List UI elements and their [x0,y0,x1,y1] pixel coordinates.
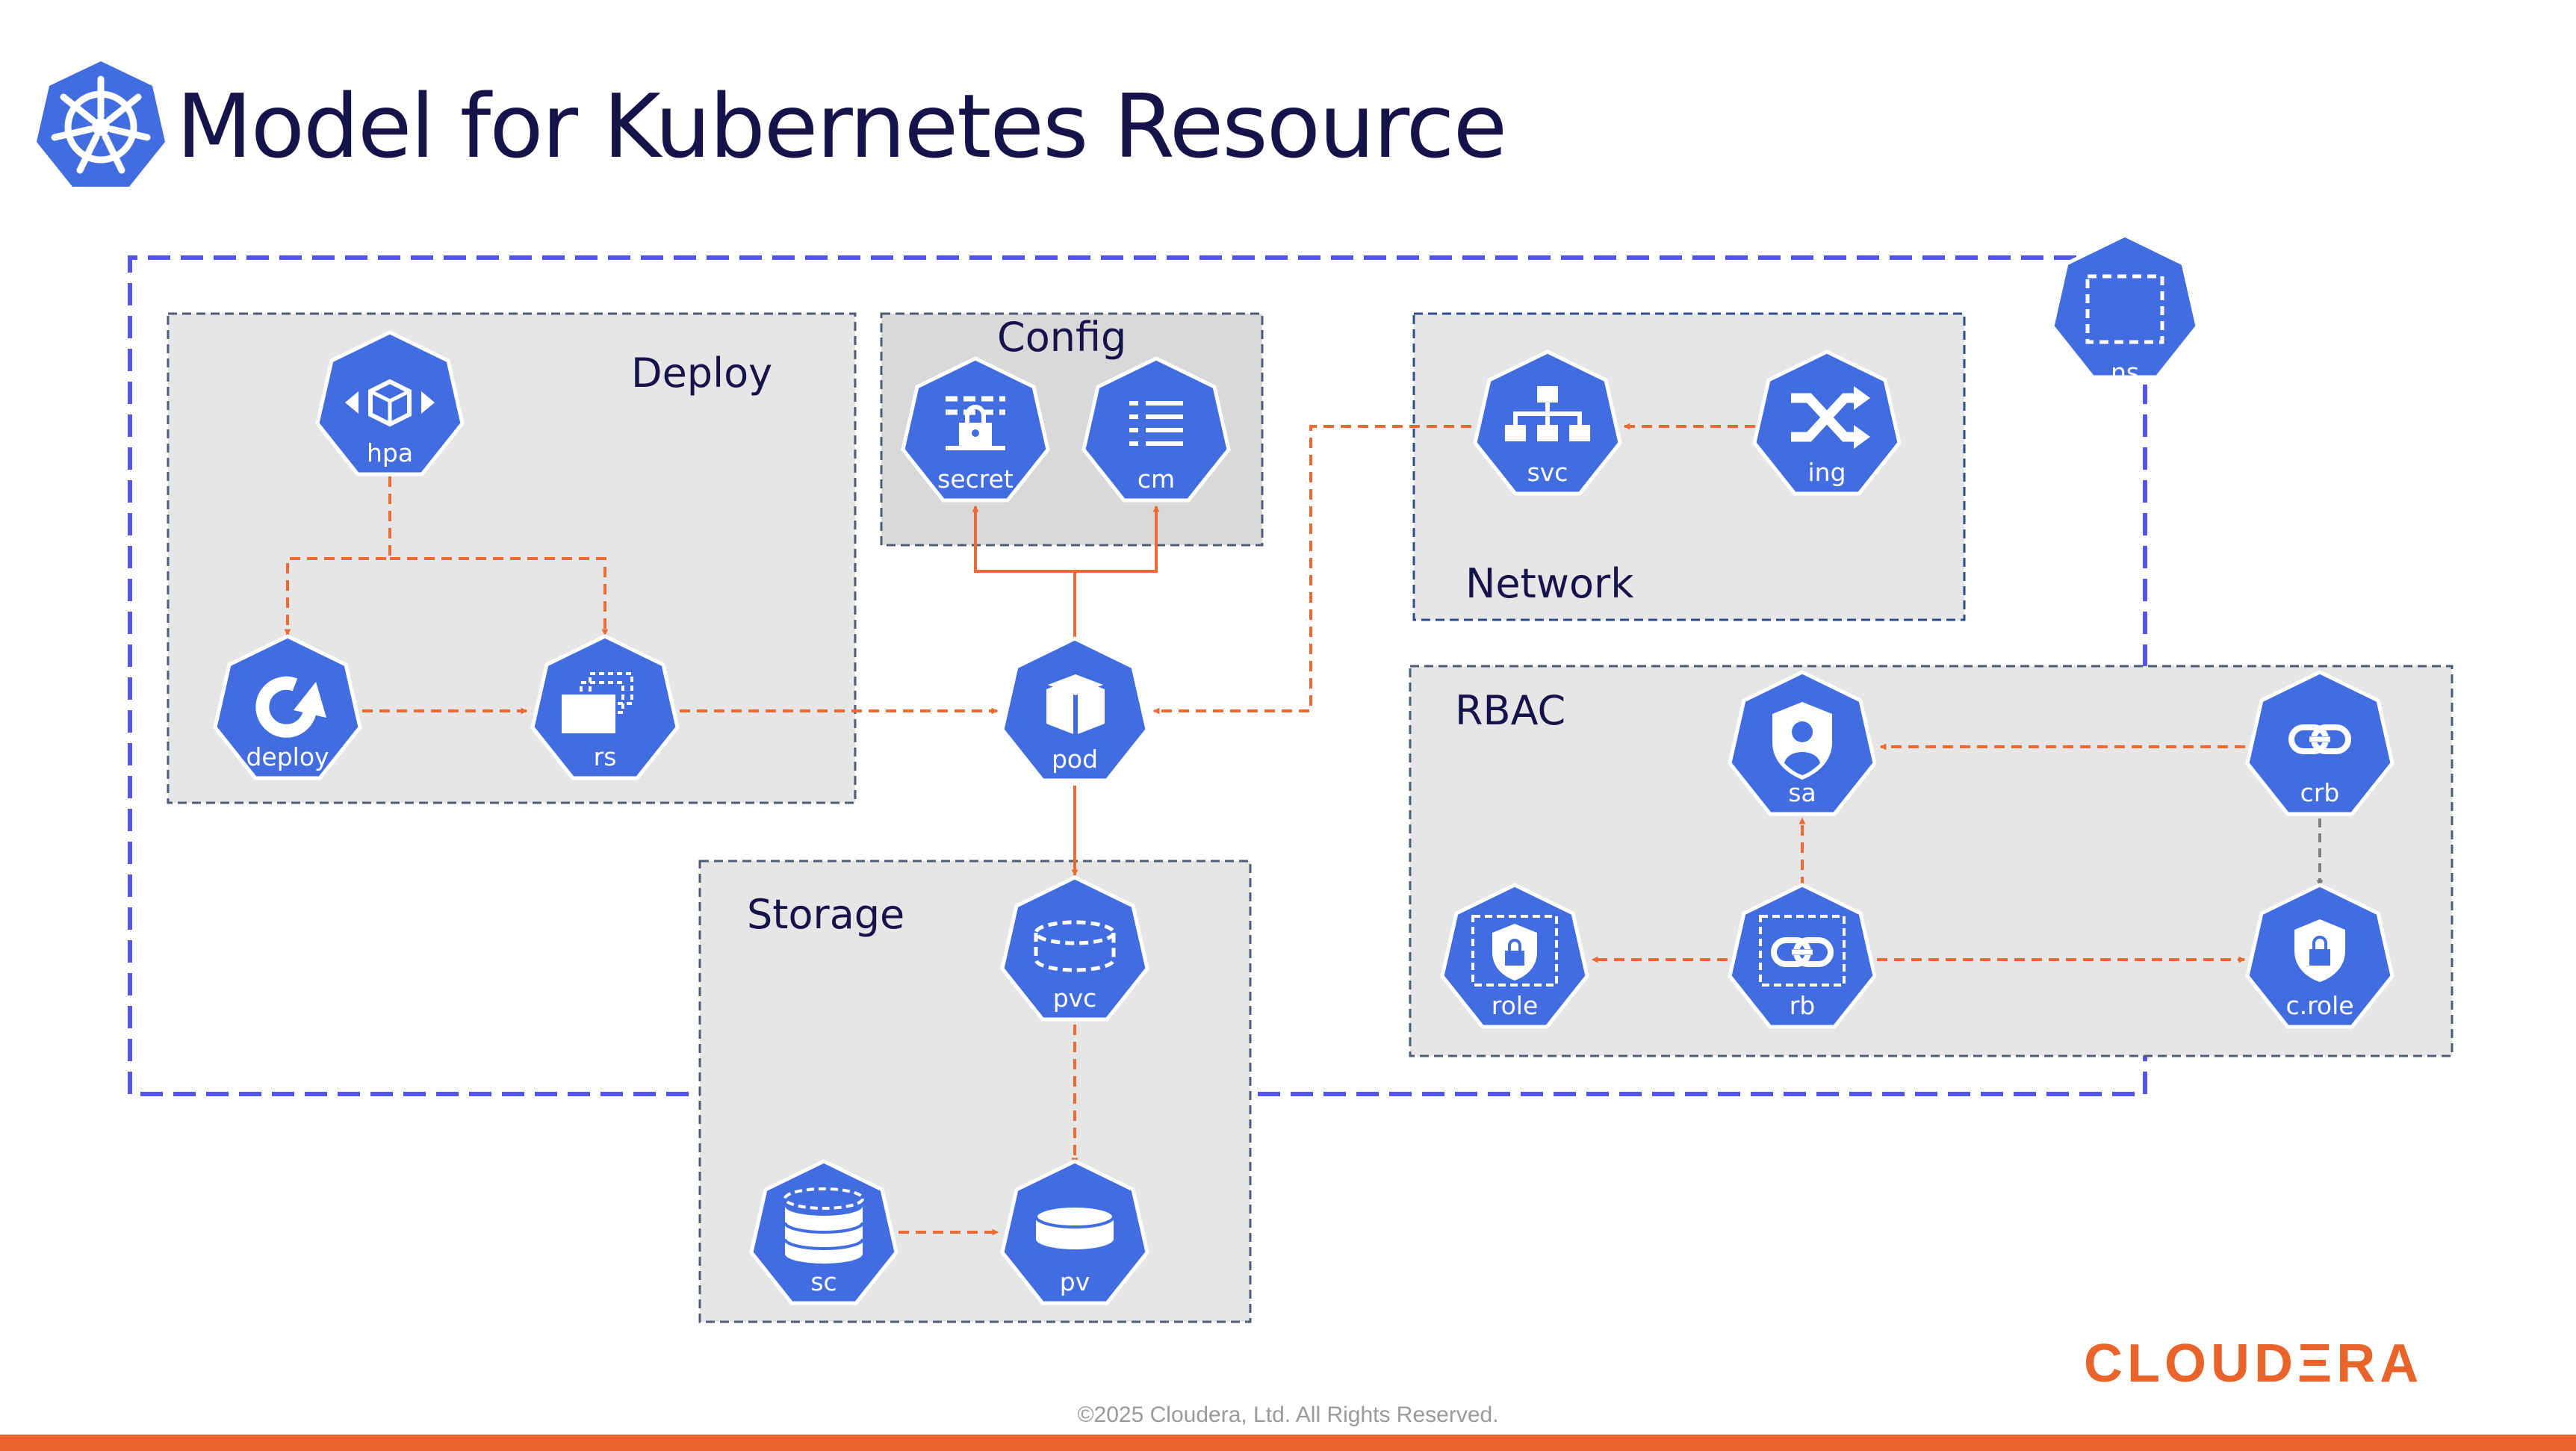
node-pod: pod [1000,636,1149,783]
node-rs-label: rs [594,742,617,771]
node-rb-label: rb [1790,991,1816,1020]
crole-icon [2294,919,2345,982]
group-network-label: Network [1465,560,1634,607]
node-hpa-label: hpa [367,438,413,467]
node-ing-label: ing [1807,458,1846,487]
cloudera-logo: CLOUDΞRA [2084,1334,2424,1393]
node-deploy-label: deploy [246,742,329,771]
group-rbac-label: RBAC [1455,687,1565,734]
node-rs: rs [530,634,680,780]
sa-icon [1772,702,1832,780]
edge-pod-cm [1075,505,1160,573]
sc-icon [783,1187,864,1264]
edge-pod-secret [972,505,1076,641]
page-title: Model for Kubernetes Resource [176,75,1507,178]
node-crole-label: c.role [2285,991,2353,1020]
role-icon [1471,915,1558,987]
edge-svc-pod [1152,425,1471,715]
node-pv: pv [1000,1159,1149,1305]
pvc-icon [1034,920,1116,972]
copyright-notice: ©2025 Cloudera, Ltd. All Rights Reserved… [1077,1402,1499,1427]
node-hpa: hpa [315,330,465,476]
crb-icon [2288,724,2351,754]
hpa-icon [345,379,435,427]
node-sa: sa [1728,670,1877,816]
secret-icon [946,396,1005,450]
node-cm: cm [1081,356,1231,503]
svc-icon [1505,386,1590,441]
node-pod-label: pod [1052,745,1098,774]
kubernetes-helm-icon [37,61,165,187]
node-role: role [1440,883,1589,1029]
node-crb: crb [2245,670,2395,816]
edge-hpa-rs [390,557,609,636]
group-config-label: Config [997,314,1126,361]
node-ns: ns [2050,233,2200,387]
node-pvc-label: pvc [1053,984,1097,1013]
ns-icon [2085,274,2164,344]
pod-icon [1046,674,1105,734]
rs-icon [562,672,633,733]
group-deploy-label: Deploy [631,349,772,397]
edges [284,423,2324,1236]
node-ing: ing [1752,349,1902,496]
node-crole: c.role [2245,883,2395,1029]
node-cm-label: cm [1138,464,1175,494]
pv-icon [1034,1205,1115,1249]
node-secret-label: secret [937,464,1014,494]
node-svc-label: svc [1527,458,1568,487]
node-crb-label: crb [2300,778,2340,807]
node-sc: sc [749,1159,899,1305]
node-rb: rb [1728,883,1877,1029]
node-sc-label: sc [810,1267,837,1296]
ing-icon [1791,386,1870,449]
cm-icon [1129,401,1183,446]
rb-icon [1759,915,1846,987]
node-sa-label: sa [1788,778,1816,807]
deploy-icon [255,676,326,738]
node-pv-label: pv [1060,1267,1090,1296]
node-role-label: role [1492,991,1539,1020]
edge-hpa-deploy [284,476,391,636]
node-ns-label: ns [2111,358,2139,387]
group-storage-label: Storage [747,891,904,938]
node-deploy: deploy [213,634,362,780]
footer-bar [0,1435,2576,1451]
node-pvc: pvc [1000,875,1149,1022]
node-svc: svc [1473,349,1622,496]
node-secret: secret [901,356,1050,503]
